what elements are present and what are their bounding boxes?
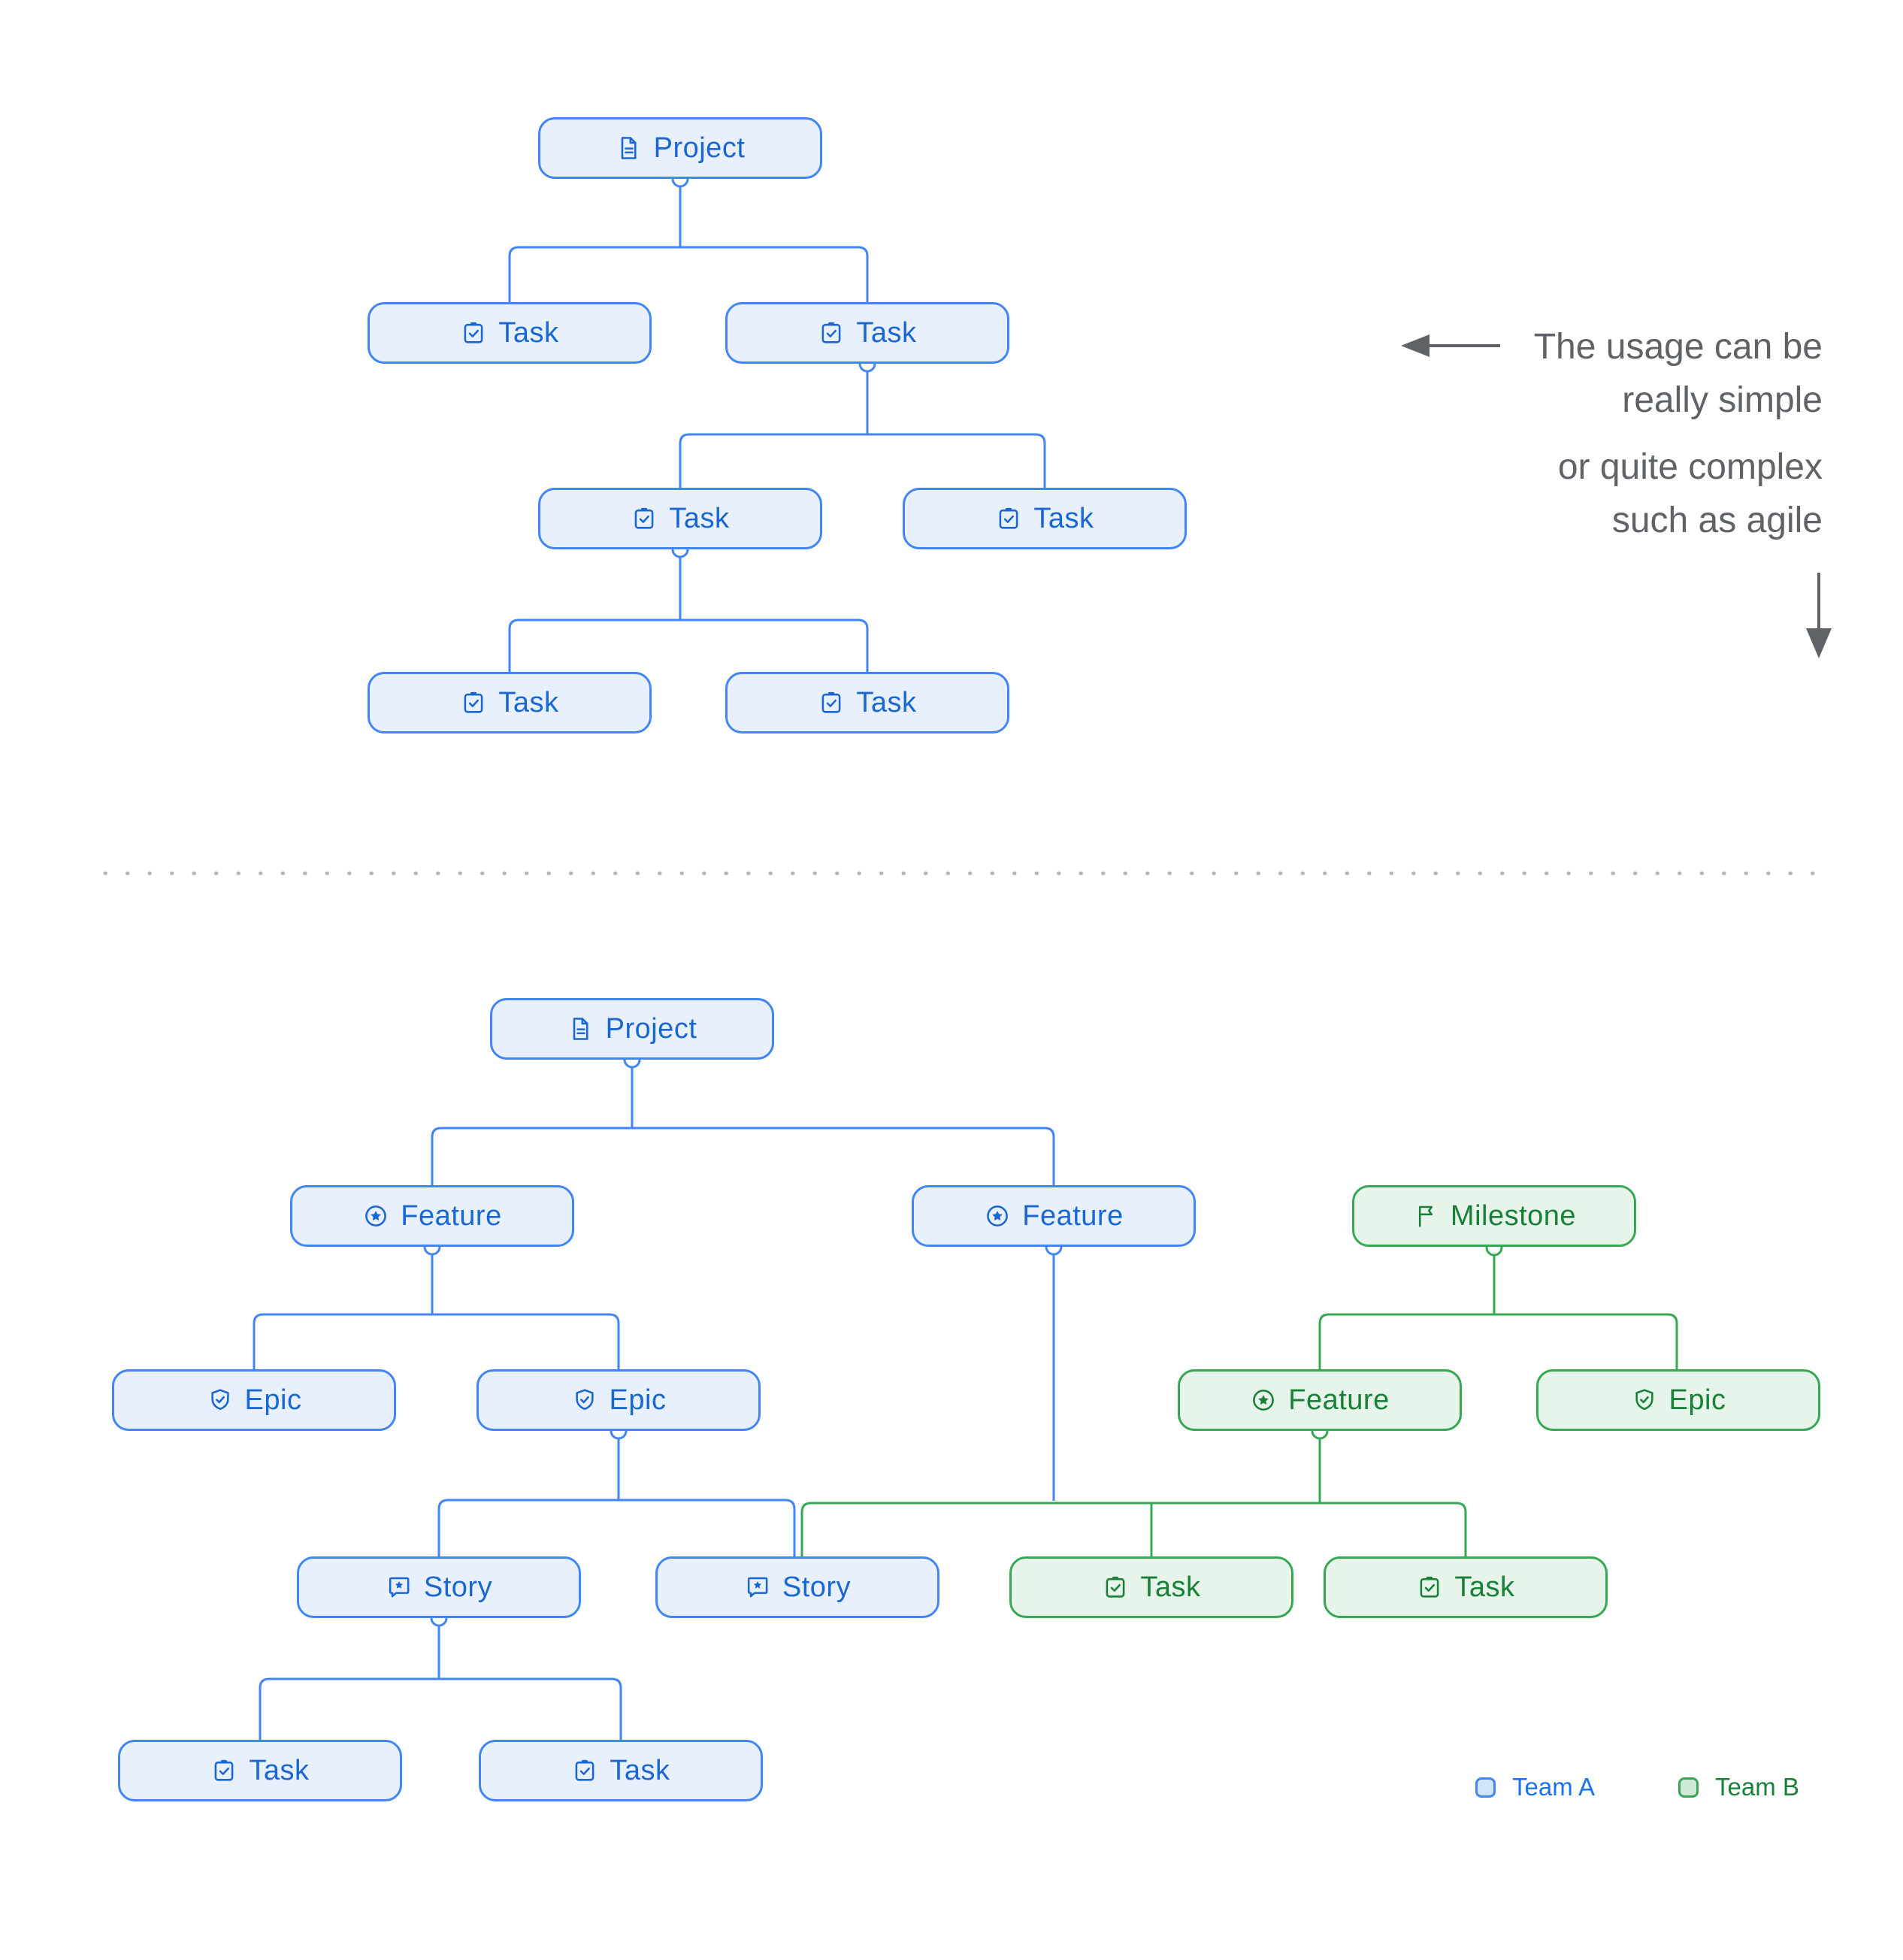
flag-icon — [1418, 1205, 1433, 1227]
node-label: Task — [856, 316, 917, 349]
node-label: Epic — [244, 1384, 302, 1416]
node-label: Task — [249, 1754, 310, 1786]
agile-task-node-1: Task — [118, 1740, 402, 1801]
feature-star-icon — [1253, 1390, 1275, 1411]
node-label: Task — [498, 316, 559, 349]
agile-task-node-teamb-2: Task — [1324, 1556, 1608, 1618]
node-label: Feature — [1022, 1199, 1124, 1232]
task-check-icon — [822, 691, 841, 713]
task-check-icon — [1106, 1576, 1125, 1598]
team-a-label: Team A — [1512, 1773, 1596, 1801]
team-b-swatch — [1678, 1777, 1699, 1798]
legend-item-team-a: Team A — [1475, 1772, 1595, 1802]
annotation-line-2: really simple — [1622, 380, 1823, 420]
simple-tree-task-node-4: Task — [903, 488, 1187, 549]
agile-epic-node-2: Epic — [477, 1369, 761, 1431]
simple-tree-task-node-3: Task — [538, 488, 822, 549]
task-check-icon — [1000, 507, 1018, 529]
node-label: Task — [1033, 502, 1094, 534]
agile-epic-node-teamb: Epic — [1536, 1369, 1820, 1431]
agile-story-node-2: Story — [655, 1556, 939, 1618]
annotation-line-1: The usage can be — [1533, 327, 1823, 367]
node-label: Milestone — [1450, 1199, 1577, 1232]
task-check-icon — [822, 322, 841, 343]
agile-milestone-node: Milestone — [1352, 1185, 1636, 1247]
task-check-icon — [464, 691, 483, 713]
node-label: Project — [653, 132, 746, 164]
node-label: Task — [610, 1754, 670, 1786]
legend-item-team-b: Team B — [1678, 1772, 1799, 1802]
shield-check-icon — [210, 1389, 229, 1411]
task-check-icon — [576, 1759, 594, 1781]
node-label: Task — [856, 686, 917, 718]
agile-feature-node-teamb: Feature — [1178, 1369, 1462, 1431]
agile-task-node-2: Task — [479, 1740, 763, 1801]
task-check-icon — [635, 507, 654, 529]
simple-tree-task-node-6: Task — [725, 672, 1009, 733]
connectors-team-a — [253, 179, 1055, 1740]
agile-feature-node-1: Feature — [290, 1185, 574, 1247]
simple-tree-task-node-2: Task — [725, 302, 1009, 364]
agile-task-node-teamb-1: Task — [1009, 1556, 1293, 1618]
annotation-line-3: or quite complex — [1557, 447, 1823, 487]
agile-story-node-1: Story — [297, 1556, 581, 1618]
feature-star-icon — [365, 1205, 387, 1227]
simple-tree-task-node-5: Task — [368, 672, 652, 733]
node-label: Epic — [1669, 1384, 1726, 1416]
simple-tree-task-node-1: Task — [368, 302, 652, 364]
story-comment-star-icon — [747, 1577, 768, 1598]
document-icon — [621, 137, 637, 159]
agile-epic-node-1: Epic — [112, 1369, 396, 1431]
node-label: Task — [669, 502, 730, 534]
node-label: Task — [498, 686, 559, 718]
story-comment-star-icon — [389, 1577, 410, 1598]
node-label: Task — [1454, 1571, 1515, 1603]
document-icon — [573, 1018, 588, 1040]
node-label: Project — [605, 1012, 697, 1045]
feature-star-icon — [987, 1205, 1009, 1227]
task-check-icon — [1420, 1576, 1439, 1598]
simple-tree-project-node: Project — [538, 117, 822, 179]
shield-check-icon — [1635, 1389, 1653, 1411]
annotation-line-4: such as agile — [1611, 501, 1823, 540]
shield-check-icon — [575, 1389, 594, 1411]
team-b-label: Team B — [1715, 1773, 1799, 1801]
task-check-icon — [215, 1759, 234, 1781]
node-label: Story — [423, 1571, 493, 1603]
down-arrowhead-icon — [1806, 628, 1832, 658]
node-label: Task — [1140, 1571, 1201, 1603]
node-label: Story — [782, 1571, 852, 1603]
node-label: Feature — [1288, 1384, 1390, 1416]
team-a-swatch — [1475, 1777, 1496, 1798]
node-label: Feature — [401, 1199, 502, 1232]
agile-feature-node-2: Feature — [912, 1185, 1196, 1247]
task-check-icon — [464, 322, 483, 343]
agile-tree-project-node: Project — [490, 998, 774, 1060]
node-label: Epic — [609, 1384, 667, 1416]
